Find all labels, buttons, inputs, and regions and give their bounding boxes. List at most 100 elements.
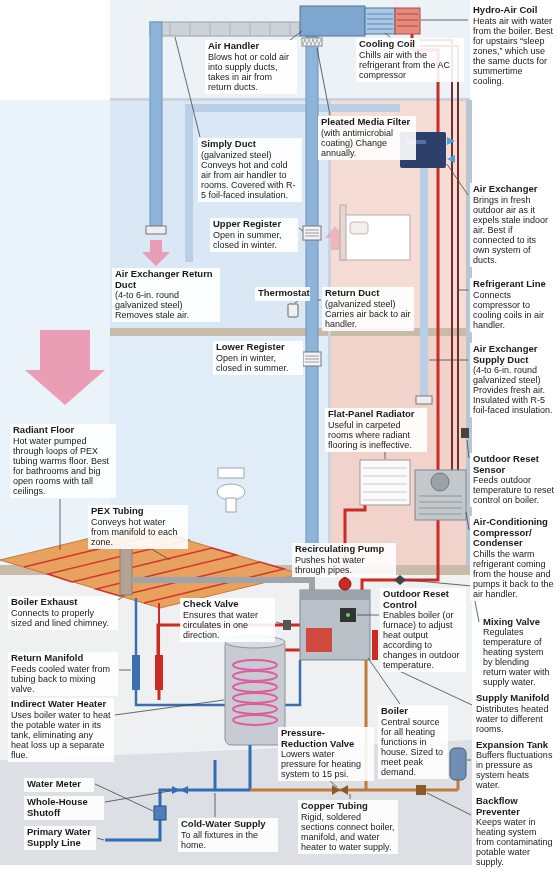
- furniture: [350, 222, 368, 234]
- leader-lines: [459, 290, 468, 291]
- callout-text: Conveys hot water from manifold to each …: [91, 517, 185, 547]
- water-heater: [233, 682, 277, 692]
- water-supply-pipes: [249, 745, 252, 790]
- water-fittings: [416, 785, 426, 795]
- callout-heading: Whole-House Shutoff: [27, 797, 101, 818]
- air-exchanger: [447, 155, 455, 163]
- callout-text: (4-to 6-in. round galvanized steel) Prov…: [473, 365, 555, 415]
- leader-lines: [421, 20, 468, 21]
- callout-heading: Water Meter: [27, 779, 91, 790]
- attic-units: [300, 6, 365, 36]
- leader-lines: [299, 228, 303, 231]
- water-fittings: [154, 806, 166, 820]
- water-heater: [233, 704, 277, 714]
- callout-text: (with antimicrobial coating) Change annu…: [321, 128, 413, 158]
- water-heater: [233, 693, 277, 703]
- callout-heading: Primary Water Supply Line: [27, 827, 93, 848]
- return-water-pipes: [135, 598, 138, 655]
- callout-box: Air-Conditioning Compressor/ CondenserCh…: [470, 516, 558, 601]
- furniture: [340, 205, 346, 260]
- callout-text: Open in summer, closed in winter.: [213, 230, 295, 250]
- water-fittings: [340, 785, 348, 795]
- callout-heading: Air-Conditioning Compressor/ Condenser: [473, 517, 555, 549]
- callout-box: Return Duct(galvanized steel) Carries ai…: [322, 287, 414, 331]
- leader-lines: [118, 596, 124, 600]
- callout-heading: Mixing Valve: [483, 617, 555, 628]
- refrigerant-lines: [420, 40, 452, 470]
- supply-ducts: [303, 226, 321, 240]
- callout-heading: Thermostat: [258, 288, 307, 299]
- callout-text: Pushes hot water through pipes.: [295, 555, 393, 575]
- callout-box: Refrigerant LineConnects compressor to c…: [470, 278, 558, 332]
- thermostat: [288, 304, 298, 317]
- callout-text: Feeds outdoor temperature to reset contr…: [473, 475, 555, 505]
- callout-heading: Expansion Tank: [476, 740, 555, 751]
- callout-text: Feeds cooled water from tubing back to m…: [11, 664, 115, 694]
- callout-box: Water Meter: [24, 778, 94, 792]
- supply-ducts: [146, 226, 166, 234]
- callout-heading: Air Handler: [208, 41, 294, 52]
- callout-box: Air Exchanger Supply Duct(4-to 6-in. rou…: [470, 343, 558, 417]
- water-supply-pipes: [440, 780, 458, 790]
- callout-heading: Lower Register: [216, 342, 300, 353]
- callout-heading: Cooling Coil: [359, 39, 461, 50]
- house-background: [110, 100, 330, 328]
- callout-box: Indirect Water HeaterUses boiler water t…: [8, 698, 114, 762]
- supply-ducts: [305, 356, 319, 362]
- refrigerant-lines: [420, 46, 458, 470]
- callout-heading: Recirculating Pump: [295, 544, 393, 555]
- leader-lines: [466, 512, 469, 530]
- manifolds: [132, 655, 140, 690]
- leader-lines: [330, 781, 337, 787]
- callout-box: Outdoor Reset SensorFeeds outdoor temper…: [470, 453, 558, 507]
- callout-box: Cold-Water SupplyTo all fixtures in the …: [178, 818, 278, 852]
- callout-box: Upper RegisterOpen in summer, closed in …: [210, 218, 298, 252]
- callout-text: Chills the warm refrigerant coming from …: [473, 549, 555, 599]
- callout-text: Uses boiler water to heat the potable wa…: [11, 710, 111, 760]
- hot-water-pipes: [285, 649, 300, 652]
- chimney-and-exhaust: [120, 545, 132, 595]
- callout-box: Check ValveEnsures that water circulates…: [180, 598, 275, 642]
- supply-ducts: [416, 396, 432, 404]
- attic-units: [395, 8, 420, 34]
- water-heater: [233, 715, 277, 725]
- callout-heading: Simply Duct: [201, 139, 299, 150]
- callout-box: PEX TubingConveys hot water from manifol…: [88, 505, 188, 549]
- callout-box: Lower RegisterOpen in winter, closed in …: [213, 341, 303, 375]
- callout-text: (galvanized steel) Conveys hot and cold …: [201, 150, 299, 200]
- attic-units: [302, 38, 322, 46]
- leader-lines: [357, 615, 379, 616]
- callout-text: Keeps water in heating system from conta…: [476, 817, 555, 867]
- callout-text: Useful in carpeted rooms where radiant f…: [328, 420, 424, 450]
- callout-box: Boiler ExhaustConnects to properly sized…: [8, 596, 118, 630]
- callout-text: Central source for all heating functions…: [381, 717, 445, 777]
- callout-text: Rigid, soldered sections connect boiler,…: [301, 812, 395, 852]
- supply-ducts: [305, 230, 319, 236]
- callout-text: Enables boiler (or furnace) to adjust he…: [383, 610, 463, 670]
- leader-lines: [119, 670, 131, 671]
- callout-heading: Indirect Water Heater: [11, 699, 111, 710]
- water-supply-pipes: [214, 760, 217, 790]
- callout-text: Brings in fresh outdoor air as it expels…: [473, 195, 555, 265]
- callout-box: Air HandlerBlows hot or cold air into su…: [205, 40, 297, 94]
- callout-heading: Outdoor Reset Sensor: [473, 454, 555, 475]
- leader-lines: [317, 48, 330, 115]
- airflow-arrows: [142, 240, 170, 266]
- callout-heading: PEX Tubing: [91, 506, 185, 517]
- callout-box: Primary Water Supply Line: [24, 826, 96, 850]
- callout-heading: Upper Register: [213, 219, 295, 230]
- leader-lines: [60, 20, 479, 840]
- callout-box: Backflow PreventerKeeps water in heating…: [473, 795, 558, 869]
- ac-condenser: [419, 496, 462, 514]
- callout-text: Chills air with the refrigerant from the…: [359, 50, 461, 80]
- callout-text: Distributes heated water to different ro…: [476, 704, 555, 734]
- boiler: [394, 575, 406, 585]
- house-background: [328, 100, 331, 565]
- furniture: [340, 215, 410, 260]
- hot-water-pipes: [158, 603, 160, 655]
- callout-heading: Return Duct: [325, 288, 411, 299]
- callout-heading: Check Valve: [183, 599, 272, 610]
- manifolds: [132, 655, 163, 690]
